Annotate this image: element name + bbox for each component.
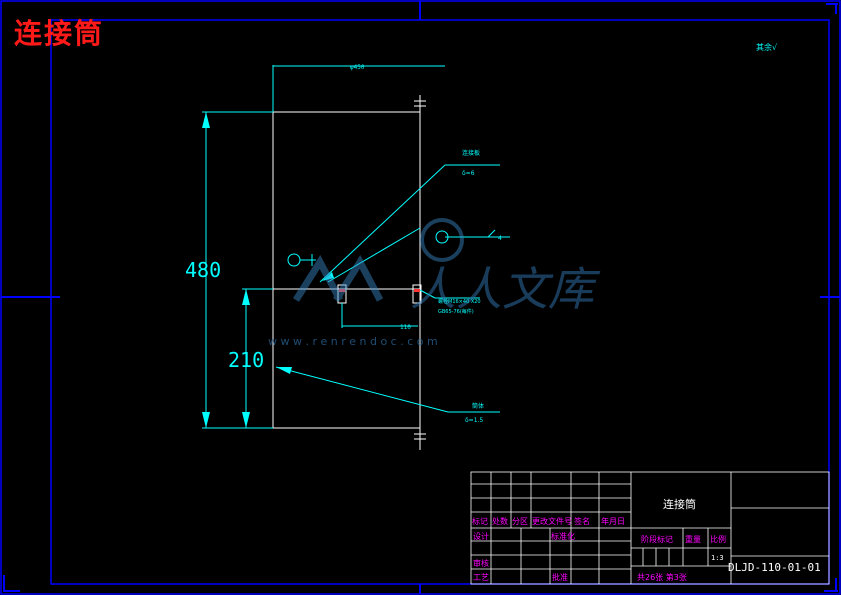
tb-drawing-no: DLJD-110-01-01	[728, 561, 821, 574]
dimension-lines	[202, 65, 510, 429]
tb-label-scale: 比例	[710, 534, 726, 544]
leader-3-line2: GB65-76(每件)	[438, 308, 474, 315]
roughness-note: 其余√	[756, 42, 778, 52]
leader-3-line1: 螺栓M16×40 X20	[438, 298, 481, 305]
title-block-labels: 标记 处数 分区 更改文件号 签名 年月日 设计 标准化 阶段标记 重量 比例 …	[472, 516, 726, 582]
tb-part-name: 连接筒	[663, 497, 696, 511]
dim-top-width: φ450	[350, 64, 365, 71]
tb-label-design: 设计	[473, 531, 489, 541]
tb-label-mark: 标记	[472, 516, 488, 526]
tb-sheets: 共26张 第3张	[637, 572, 687, 582]
tb-scale-value: 1:3	[711, 554, 724, 562]
inner-frame	[50, 19, 830, 585]
tb-label-count: 处数	[492, 516, 508, 526]
leader-4-label: 筒体	[472, 402, 484, 410]
tb-label-date: 年月日	[601, 516, 625, 526]
tb-label-weight: 重量	[685, 534, 701, 544]
tb-label-approve: 批准	[552, 572, 568, 582]
tb-label-stage: 阶段标记	[641, 534, 673, 544]
leader-4-thickness: δ=1.5	[465, 417, 483, 424]
leader-1-thickness: δ=6	[462, 170, 475, 177]
drawing-title-overlay: 连接筒	[14, 17, 105, 50]
dim-slot: 110	[400, 324, 411, 331]
leader-2-label: 4	[498, 235, 502, 242]
watermark	[293, 218, 464, 302]
bolt-marks	[339, 289, 420, 292]
leader-1-label: 连接板	[462, 149, 480, 157]
tb-label-process: 工艺	[473, 573, 489, 582]
tb-label-zone: 分区	[512, 517, 528, 526]
watermark-url: w w w . r e n r e n d o c . c o m	[268, 335, 438, 348]
title-block-grid	[470, 471, 830, 585]
tb-label-review: 审核	[473, 558, 489, 568]
tb-label-standardize: 标准化	[551, 531, 575, 541]
tb-label-sign: 签名	[574, 516, 590, 526]
part-outline	[272, 95, 426, 450]
dimension-arrows	[202, 112, 334, 428]
dim-480: 480	[185, 258, 221, 282]
watermark-brand: 人人文库	[410, 262, 601, 316]
dim-210: 210	[228, 348, 264, 372]
tb-label-change-doc: 更改文件号	[532, 516, 572, 526]
